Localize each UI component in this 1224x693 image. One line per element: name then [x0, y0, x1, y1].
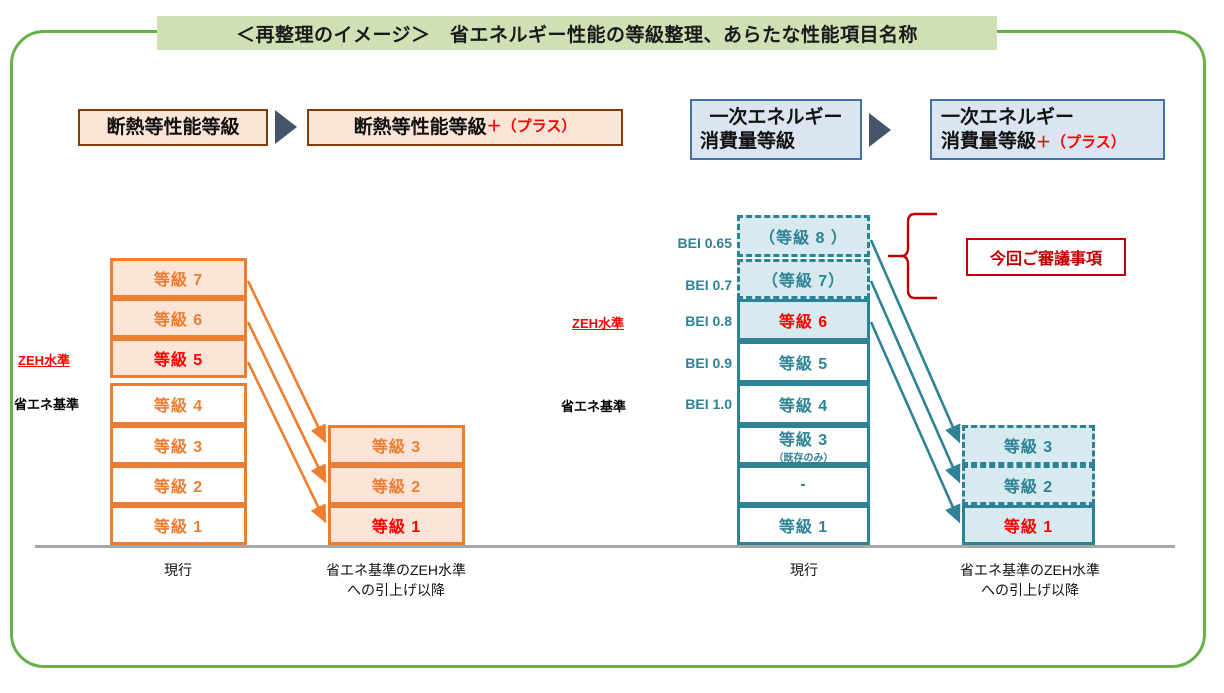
- left-current-cell-6[interactable]: 等級 1: [110, 505, 247, 545]
- left-current-cell-2[interactable]: 等級 5: [110, 338, 247, 378]
- right-current-cell-4[interactable]: 等級 4: [737, 383, 870, 425]
- right-header-new: 一次エネルギー 消費量等級＋（プラス）: [930, 99, 1165, 160]
- right-header-new-line1: 一次エネルギー: [941, 106, 1075, 128]
- cell-label: -: [800, 476, 807, 493]
- bei-value-4: BEI 1.0: [685, 396, 732, 412]
- cell-label: 等級 5: [153, 352, 204, 369]
- right-transition-arrow-icon: [869, 113, 891, 147]
- right-new-cell-1[interactable]: 等級 2: [962, 465, 1095, 505]
- right-current-cell-2[interactable]: 等級 6: [737, 299, 870, 341]
- right-new-cell-0[interactable]: 等級 3: [962, 425, 1095, 465]
- left-header-new: 断熱等性能等級 ＋（プラス）: [307, 109, 623, 146]
- cell-label: 等級 6: [153, 312, 204, 329]
- left-new-cell-0[interactable]: 等級 3: [328, 425, 465, 465]
- cell-label: 等級 2: [371, 479, 422, 496]
- left-bottom-label-current: 現行: [164, 562, 192, 578]
- review-note-label: 今回ご審議事項: [989, 251, 1102, 268]
- right-header-new-line2: 消費量等級: [941, 130, 1037, 152]
- bei-value-1: BEI 0.7: [685, 277, 732, 293]
- right-new-cell-2[interactable]: 等級 1: [962, 505, 1095, 545]
- cell-label: 等級 2: [153, 479, 204, 496]
- cell-label: 等級 3: [778, 432, 829, 449]
- left-current-cell-4[interactable]: 等級 3: [110, 425, 247, 465]
- cell-label: 等級 5: [778, 356, 829, 373]
- right-header-current-line1: 一次エネルギー: [709, 106, 843, 128]
- left-current-cell-3[interactable]: 等級 4: [110, 383, 247, 425]
- left-transition-arrow-icon: [275, 110, 297, 144]
- review-note-box: 今回ご審議事項: [966, 238, 1126, 276]
- cell-label: 等級 1: [153, 519, 204, 536]
- cell-label: （等級 7）: [761, 273, 846, 290]
- right-current-cell-6[interactable]: -: [737, 465, 870, 505]
- left-current-cell-0[interactable]: 等級 7: [110, 258, 247, 298]
- right-current-cell-3[interactable]: 等級 5: [737, 341, 870, 383]
- cell-label: 等級 6: [778, 314, 829, 331]
- right-current-cell-1[interactable]: （等級 7）: [737, 259, 870, 299]
- right-current-cell-5[interactable]: 等級 3 （既存のみ）: [737, 425, 870, 465]
- cell-label: 等級 1: [778, 519, 829, 536]
- right-label-standard: 省エネ基準: [561, 399, 627, 414]
- left-bottom-label-new: 省エネ基準のZEH水準 への引上げ以降: [326, 562, 466, 599]
- left-new-cell-2[interactable]: 等級 1: [328, 505, 465, 545]
- right-bottom-label-current: 現行: [790, 562, 818, 578]
- cell-label: （等級 8 ）: [759, 230, 848, 247]
- cell-label: 等級 3: [371, 439, 422, 456]
- left-header-current-label: 断熱等性能等級: [106, 116, 240, 138]
- cell-label: 等級 1: [371, 519, 422, 536]
- left-header-new-plus: ＋（プラス）: [486, 118, 577, 136]
- cell-label: 等級 4: [153, 398, 204, 415]
- left-label-standard: 省エネ基準: [14, 397, 80, 412]
- bei-value-2: BEI 0.8: [685, 313, 732, 329]
- title-banner: ＜再整理のイメージ＞ 省エネルギー性能の等級整理、あらたな性能項目名称: [157, 16, 997, 50]
- cell-label: 等級 3: [153, 439, 204, 456]
- page-title: ＜再整理のイメージ＞ 省エネルギー性能の等級整理、あらたな性能項目名称: [235, 24, 919, 46]
- left-header-current: 断熱等性能等級: [78, 109, 268, 146]
- right-bottom-label-new: 省エネ基準のZEH水準 への引上げ以降: [960, 562, 1100, 599]
- left-current-cell-1[interactable]: 等級 6: [110, 298, 247, 338]
- baseline-rule: [35, 545, 1175, 548]
- bei-value-3: BEI 0.9: [685, 355, 732, 371]
- cell-label: 等級 1: [1003, 519, 1054, 536]
- right-current-cell-0[interactable]: （等級 8 ）: [737, 215, 870, 257]
- right-header-new-line2-wrap: 消費量等級＋（プラス）: [941, 130, 1126, 154]
- cell-label: 等級 4: [778, 398, 829, 415]
- right-header-new-plus: ＋（プラス）: [1036, 133, 1126, 151]
- left-current-cell-5[interactable]: 等級 2: [110, 465, 247, 505]
- right-current-cell-7[interactable]: 等級 1: [737, 505, 870, 545]
- cell-label: 等級 2: [1003, 479, 1054, 496]
- right-header-current: 一次エネルギー 消費量等級: [690, 99, 862, 160]
- left-header-new-label: 断熱等性能等級: [353, 116, 487, 138]
- cell-label: 等級 7: [153, 272, 204, 289]
- right-header-current-line2: 消費量等級: [700, 130, 796, 152]
- left-new-cell-1[interactable]: 等級 2: [328, 465, 465, 505]
- bei-value-0: BEI 0.65: [677, 235, 732, 251]
- cell-sublabel: （既存のみ）: [773, 453, 834, 464]
- right-label-zeh: ZEH水準: [572, 316, 625, 331]
- cell-label: 等級 3: [1003, 439, 1054, 456]
- left-label-zeh: ZEH水準: [18, 353, 71, 368]
